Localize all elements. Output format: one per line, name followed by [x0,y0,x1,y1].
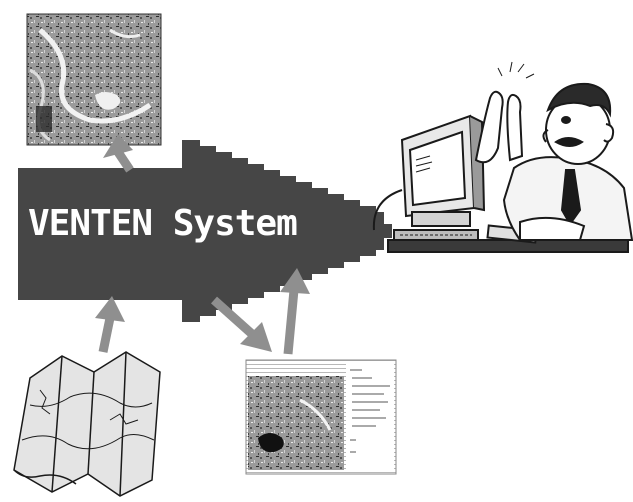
happy-computer-user-icon [372,61,633,253]
classified-image-screen-icon [245,359,397,475]
system-label: VENTEN System [28,203,298,244]
arrow-to-satellite [103,134,134,173]
arrow-to-processed-image [210,296,272,352]
folded-map-icon [13,351,161,497]
satellite-image-icon [26,13,162,146]
arrow-from-processed-image [280,268,310,355]
arrow-from-map [95,296,125,353]
